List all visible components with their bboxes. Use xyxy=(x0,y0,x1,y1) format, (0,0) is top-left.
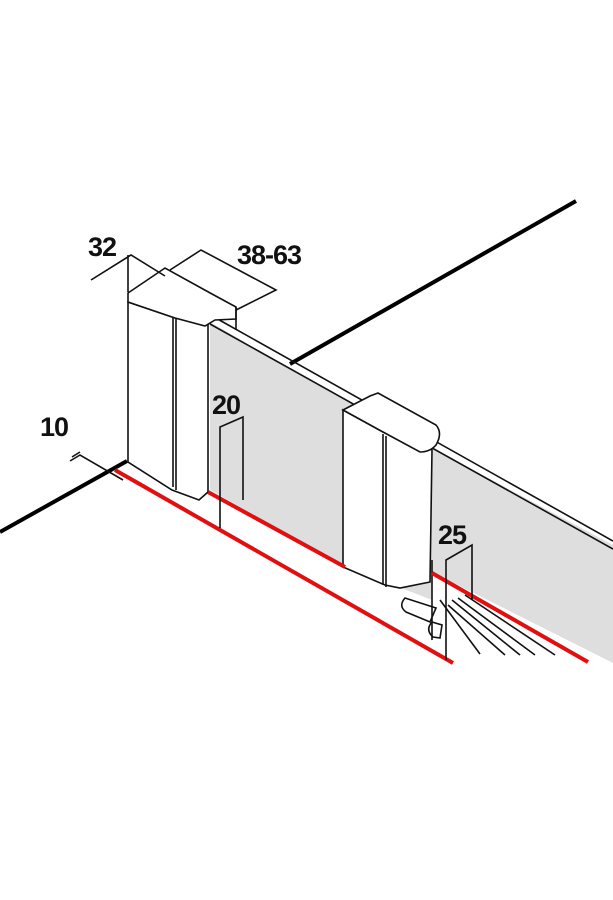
dimension-label-25: 25 xyxy=(438,520,467,550)
dimension-label-10: 10 xyxy=(40,412,68,442)
seal-line-glass-left xyxy=(207,490,346,569)
dimension-label-32: 32 xyxy=(88,232,116,262)
dimension-label-38-63: 38-63 xyxy=(237,240,302,270)
left-wall-line xyxy=(0,459,128,534)
dimension-label-20: 20 xyxy=(212,390,240,420)
seal-line-glass-right xyxy=(431,571,589,664)
seal-line-floor xyxy=(114,468,454,665)
left-wall-profile xyxy=(127,267,237,501)
dimension-lines xyxy=(69,249,473,660)
middle-profile xyxy=(341,392,556,656)
back-wall-line xyxy=(289,199,577,366)
